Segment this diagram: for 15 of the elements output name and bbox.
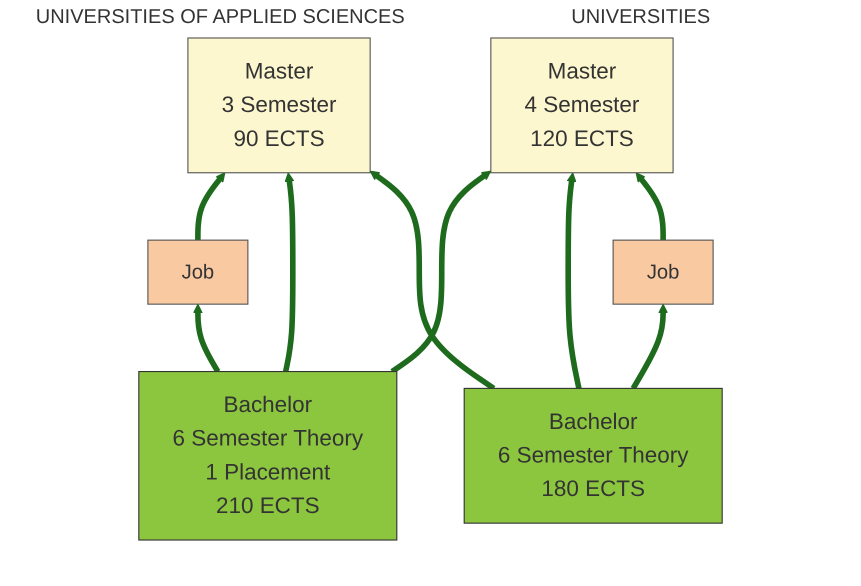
arrow xyxy=(390,170,492,374)
node-box: Master 3 Semester 90 ECTS xyxy=(187,37,371,174)
column-heading: UNIVERSITIES xyxy=(570,6,712,29)
node-box: Bachelor 6 Semester Theory 1 Placement 210 ECTS xyxy=(138,370,398,541)
arrow xyxy=(636,172,666,240)
arrow xyxy=(565,172,582,389)
arrow xyxy=(282,172,296,372)
column-heading: UNIVERSITIES OF APPLIED SCIENCES xyxy=(34,6,406,29)
node-box: Job xyxy=(612,240,714,305)
arrow xyxy=(195,172,226,240)
node-box: Master 4 Semester 120 ECTS xyxy=(490,37,674,174)
node-box: Bachelor 6 Semester Theory 180 ECTS xyxy=(464,388,723,524)
node-box: Job xyxy=(147,240,248,305)
arrow xyxy=(630,304,668,390)
arrow xyxy=(192,304,220,373)
